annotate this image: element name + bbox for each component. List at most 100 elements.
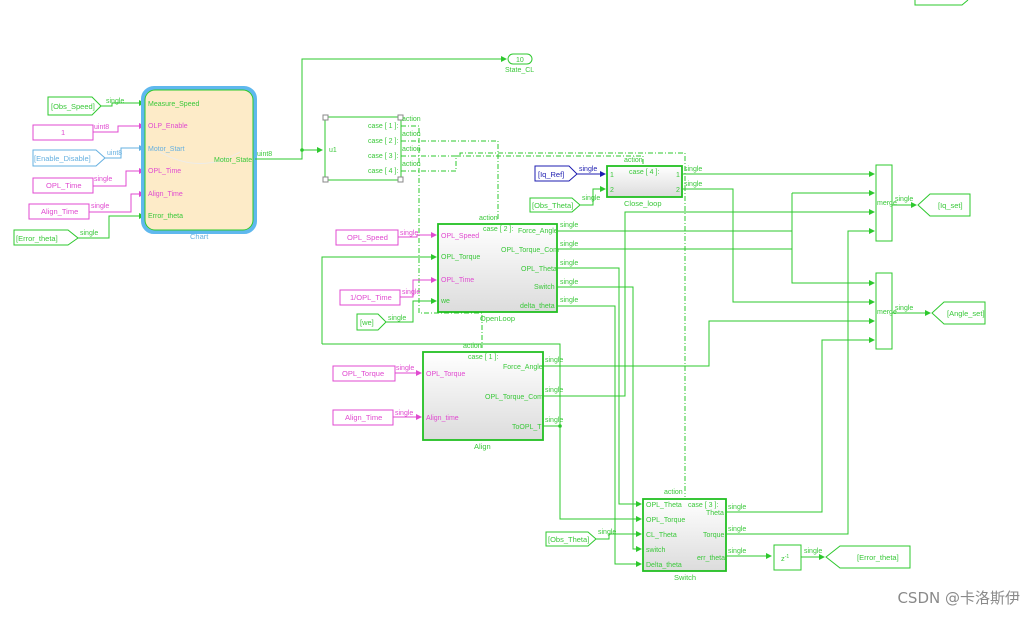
svg-text:Close_loop: Close_loop xyxy=(624,199,662,208)
svg-text:single: single xyxy=(684,166,702,173)
opl-speed-constant[interactable]: OPL_Speed xyxy=(335,229,399,246)
svg-text:OPL_Theta: OPL_Theta xyxy=(646,502,682,509)
svg-text:[Error_theta]: [Error_theta] xyxy=(16,234,58,243)
svg-text:State_CL: State_CL xyxy=(505,67,534,74)
svg-text:we: we xyxy=(440,298,450,305)
signal-type: single xyxy=(582,195,600,202)
svg-text:case [ 1 ]:: case [ 1 ]: xyxy=(368,123,398,130)
iq-ref-from[interactable]: [Iq_Ref] xyxy=(534,165,578,182)
svg-text:case [ 2 ]:: case [ 2 ]: xyxy=(368,138,398,145)
obs-theta-from-1[interactable]: [Obs_Theta] xyxy=(529,197,581,213)
iq-set-goto[interactable]: [Iq_set] xyxy=(917,193,971,217)
svg-text:merge: merge xyxy=(877,200,897,207)
opl-time-constant[interactable]: OPL_Time xyxy=(32,177,94,194)
svg-text:[we]: [we] xyxy=(360,318,374,327)
error-theta-from[interactable]: [Error_theta] xyxy=(13,229,79,246)
signal-type: single xyxy=(396,365,414,372)
merge-block-iq[interactable]: merge xyxy=(875,164,897,242)
svg-text:Switch: Switch xyxy=(674,573,696,582)
svg-text:Force_Angle: Force_Angle xyxy=(503,364,543,371)
port-align-time: Align_Time xyxy=(148,191,183,198)
svg-text:action: action xyxy=(402,116,421,123)
action-label: action xyxy=(463,343,482,350)
state-cl-outport[interactable]: 10 State_CL xyxy=(505,53,534,74)
watermark: CSDN @卡洛斯伊 xyxy=(897,589,1020,607)
svg-text:case [ 4 ]:: case [ 4 ]: xyxy=(368,168,398,175)
port-error-theta: Error_theta xyxy=(148,213,183,220)
signal-type: uint8 xyxy=(257,151,272,158)
svg-text:OPL_Speed: OPL_Speed xyxy=(347,233,388,242)
error-theta-goto[interactable]: [Error_theta] xyxy=(825,545,911,569)
svg-text:Torque: Torque xyxy=(703,532,725,539)
unit-delay-block[interactable]: z-1 xyxy=(773,544,802,571)
signal-type: uint8 xyxy=(107,150,122,157)
svg-text:OPL_Torque: OPL_Torque xyxy=(342,369,384,378)
svg-text:Switch: Switch xyxy=(534,284,555,291)
action-line-case3 xyxy=(401,152,686,497)
we-from[interactable]: [we] xyxy=(356,313,387,331)
align-time-constant-2[interactable]: Align_Time xyxy=(332,409,394,426)
signal-type: single xyxy=(94,176,112,183)
opl-torque-constant[interactable]: OPL_Torque xyxy=(332,365,396,382)
svg-text:case [ 1 ]:: case [ 1 ]: xyxy=(468,354,498,361)
close-loop-block[interactable]: case [ 4 ]: 1 2 1 2 Close_loop xyxy=(606,165,683,208)
svg-text:CL_Theta: CL_Theta xyxy=(646,532,677,539)
svg-text:single: single xyxy=(728,526,746,533)
svg-text:single: single xyxy=(545,417,563,424)
svg-text:OPL_Torque_Com: OPL_Torque_Com xyxy=(501,247,559,254)
signal-type: single xyxy=(388,315,406,322)
svg-text:[Obs_Theta]: [Obs_Theta] xyxy=(532,201,573,210)
signal-type: single xyxy=(895,196,913,203)
svg-text:OPL_Time: OPL_Time xyxy=(441,277,474,284)
svg-text:switch: switch xyxy=(646,547,666,554)
svg-text:OPL_Theta: OPL_Theta xyxy=(521,266,557,273)
action-label: action xyxy=(624,157,643,164)
svg-text:[Iq_Ref]: [Iq_Ref] xyxy=(538,170,564,179)
align-block[interactable]: case [ 1 ]: OPL_Torque Align_time Force_… xyxy=(422,351,544,451)
align-time-constant[interactable]: Align_Time xyxy=(28,203,90,220)
chart-block[interactable]: Measure_Speed OLP_Enable Motor_Start OPL… xyxy=(141,86,257,241)
svg-text:1: 1 xyxy=(676,172,680,179)
svg-text:[Error_theta]: [Error_theta] xyxy=(857,553,899,562)
inv-opl-time-constant[interactable]: 1/OPL_Time xyxy=(339,289,401,306)
svg-text:OPL_Torque: OPL_Torque xyxy=(426,371,465,378)
svg-text:[Enable_Disable]: [Enable_Disable] xyxy=(34,154,91,163)
olp-enable-constant[interactable]: 1 xyxy=(32,124,94,141)
enable-disable-from[interactable]: [Enable_Disable] xyxy=(32,149,106,167)
svg-text:OPL_Speed: OPL_Speed xyxy=(441,233,479,240)
obs-theta-from-2[interactable]: [Obs_Theta] xyxy=(545,531,597,547)
svg-text:case [ 2 ]:: case [ 2 ]: xyxy=(483,226,513,233)
switch-case-block[interactable]: u1 case [ 1 ]: case [ 2 ]: case [ 3 ]: c… xyxy=(322,114,421,183)
port-measure-speed: Measure_Speed xyxy=(148,101,199,108)
svg-text:Force_Angle: Force_Angle xyxy=(518,228,558,235)
signal-type: single xyxy=(402,289,420,296)
svg-text:2: 2 xyxy=(610,187,614,194)
svg-text:OPL_Torque: OPL_Torque xyxy=(441,254,480,261)
svg-text:OpenLoop: OpenLoop xyxy=(480,314,515,323)
action-label: action xyxy=(479,215,498,222)
obs-speed-from[interactable]: [Obs_Speed] xyxy=(47,96,102,116)
switch-block[interactable]: case [ 3 ]: OPL_Theta OPL_Torque CL_Thet… xyxy=(642,498,727,582)
svg-text:Align_Time: Align_Time xyxy=(41,207,78,216)
svg-text:single: single xyxy=(545,357,563,364)
signal-wires xyxy=(322,171,875,567)
angle-set-goto[interactable]: [Angle_set] xyxy=(931,301,986,325)
svg-text:merge: merge xyxy=(877,309,897,316)
svg-text:[Obs_Speed]: [Obs_Speed] xyxy=(51,102,95,111)
openloop-block[interactable]: case [ 2 ]: OPL_Speed OPL_Torque OPL_Tim… xyxy=(437,223,559,323)
port-motor-start: Motor_Start xyxy=(148,146,185,153)
svg-text:OPL_Time: OPL_Time xyxy=(46,181,82,190)
svg-text:action: action xyxy=(402,131,421,138)
svg-text:[Angle_set]: [Angle_set] xyxy=(947,309,985,318)
signal-type: single xyxy=(579,166,597,173)
action-line-case2 xyxy=(401,140,499,220)
signal-type: single xyxy=(804,548,822,555)
svg-text:Theta: Theta xyxy=(706,510,724,517)
merge-block-angle[interactable]: merge xyxy=(875,272,897,350)
svg-text:ToOPL_T: ToOPL_T xyxy=(512,424,542,431)
signal-type: uint8 xyxy=(94,124,109,131)
output-signal-labels: single single single single single singl… xyxy=(545,166,746,555)
partial-goto-block[interactable] xyxy=(914,0,969,6)
svg-text:case [ 3 ]:: case [ 3 ]: xyxy=(688,502,718,509)
action-line-case1 xyxy=(401,125,483,348)
